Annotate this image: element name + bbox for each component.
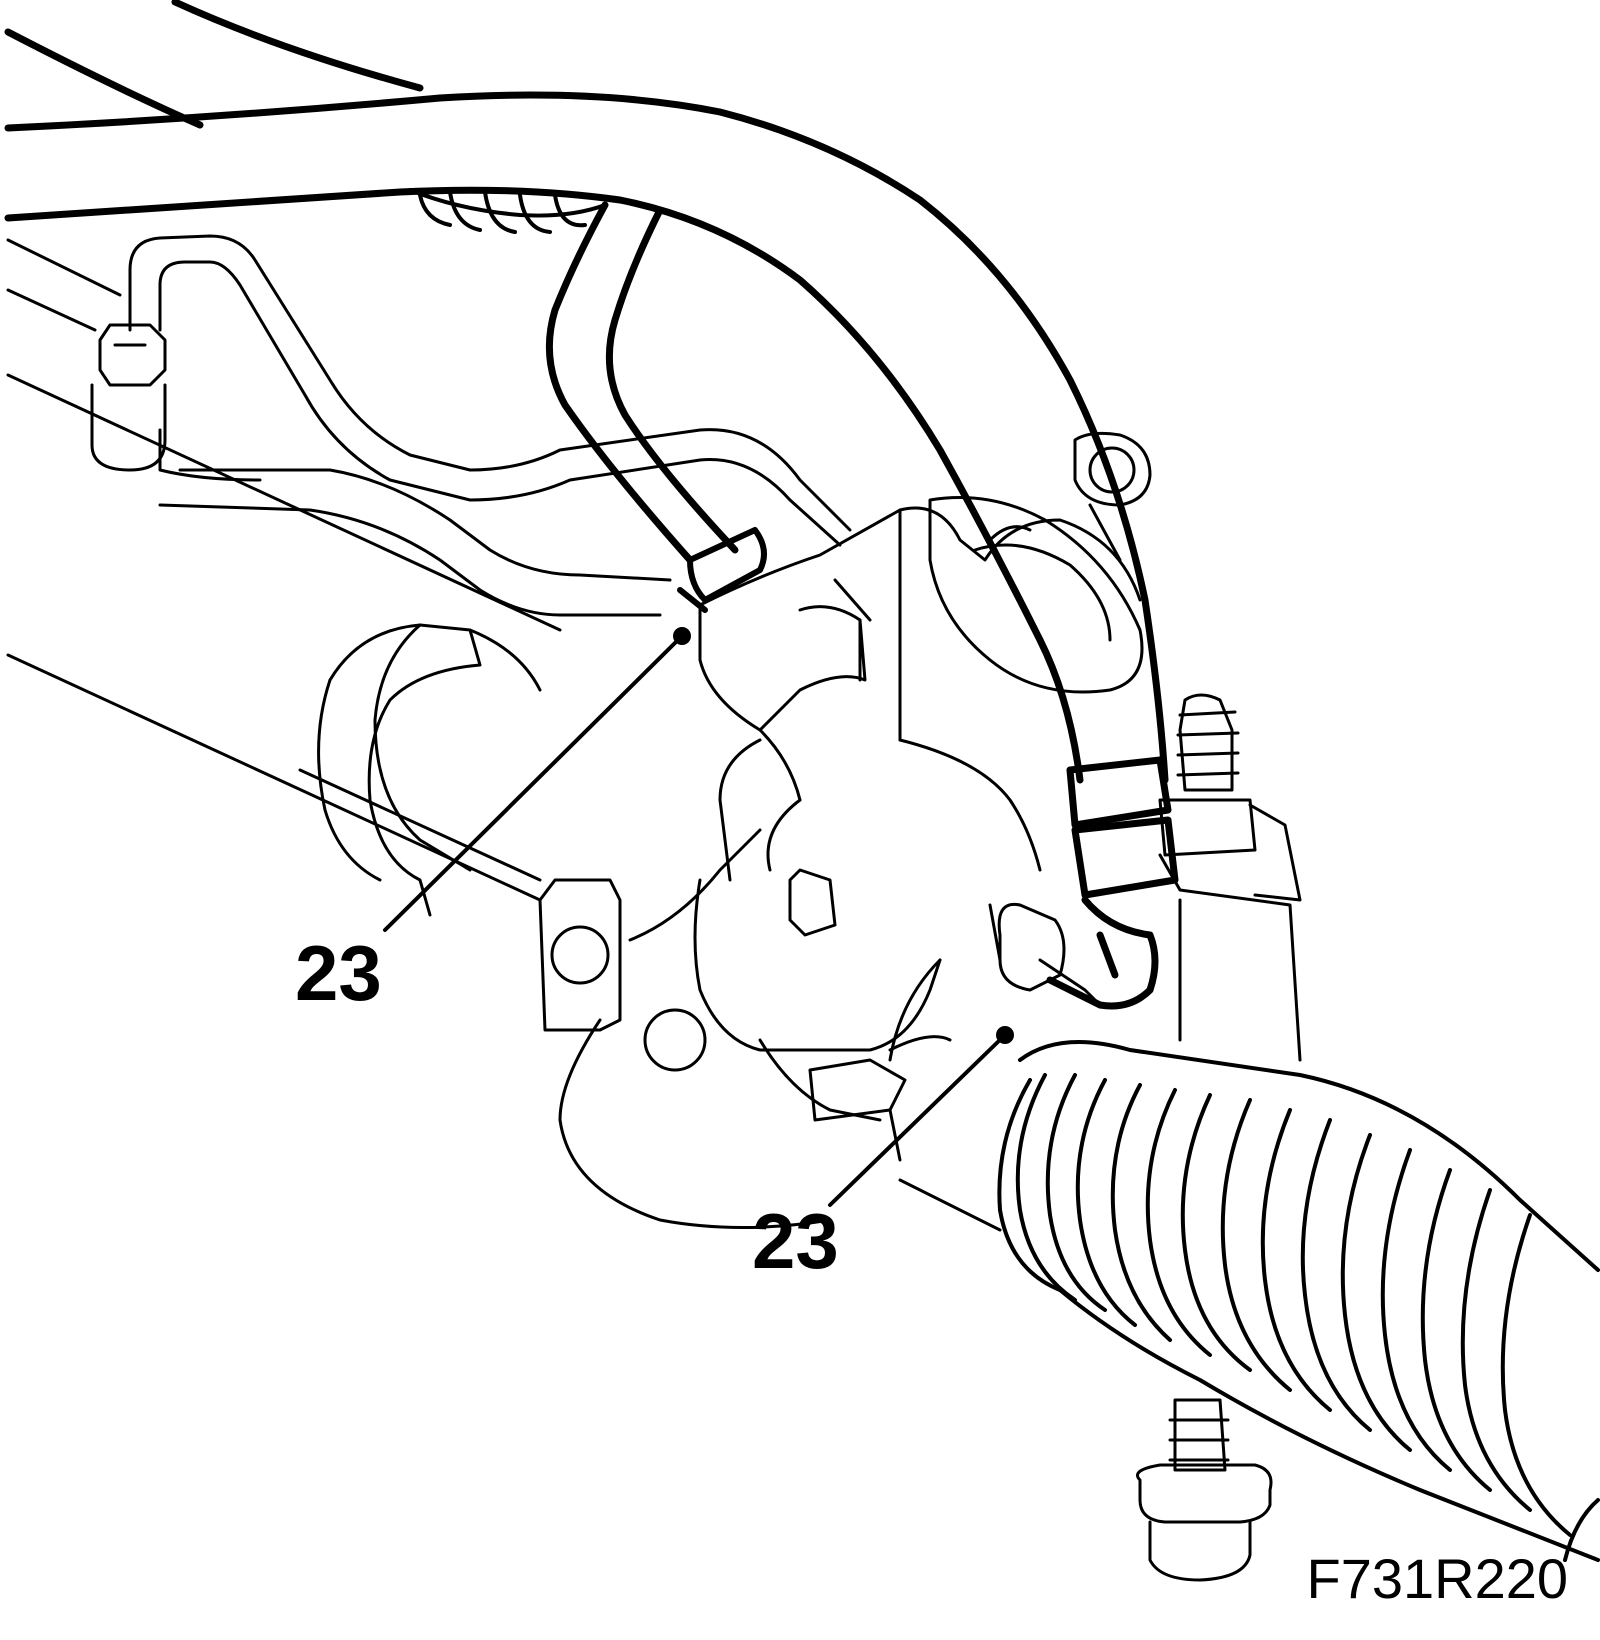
callout-dot xyxy=(996,1026,1014,1044)
pressure-pipe xyxy=(545,201,739,564)
line-fitting-nut xyxy=(90,323,167,472)
mounting-bolt xyxy=(1136,1398,1273,1582)
threaded-stud xyxy=(1158,693,1302,1062)
rack-clamp xyxy=(317,623,542,917)
gear-housing-flange xyxy=(538,828,942,1229)
return-hose xyxy=(4,91,1169,784)
callout-label: 23 xyxy=(295,929,382,1017)
pipe-ferrule xyxy=(677,527,767,613)
rack-housing-tube xyxy=(6,238,562,902)
rack-tube-right xyxy=(888,1035,1002,1232)
hose-sleeve xyxy=(408,188,607,234)
valve-housing xyxy=(698,506,1142,882)
union-nut xyxy=(988,902,1102,1007)
callout-leaders xyxy=(383,634,1007,1207)
mounting-lug xyxy=(1073,431,1152,562)
callout-dot xyxy=(673,627,691,645)
wiring-harness xyxy=(4,0,424,129)
callout-label: 23 xyxy=(752,1197,839,1285)
steel-pressure-line xyxy=(128,234,852,617)
figure-code: F731R220 xyxy=(1306,1547,1568,1610)
rack-bellows-boot xyxy=(997,1040,1600,1562)
hose-end-fitting xyxy=(1046,756,1179,1010)
pinion-housing xyxy=(928,496,1144,694)
